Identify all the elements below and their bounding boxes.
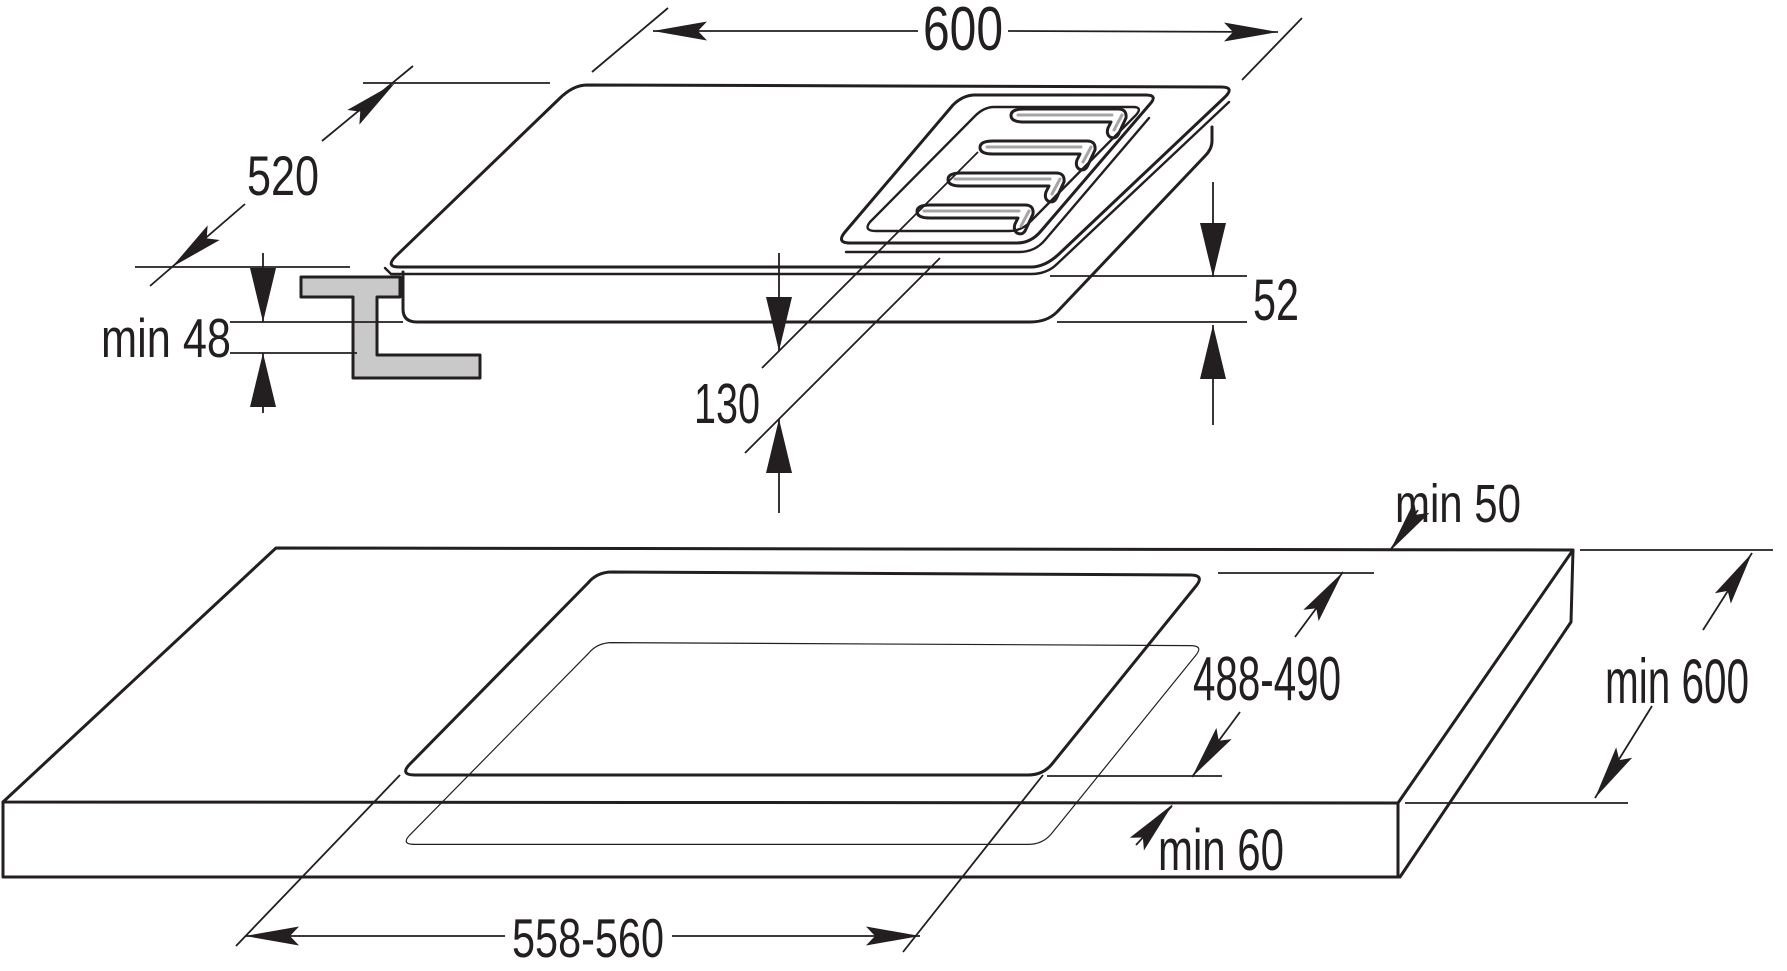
dim-min50-label: min 50 bbox=[1395, 474, 1521, 534]
grate-frame-bevel bbox=[844, 116, 1151, 254]
hob-glass-bevel bbox=[383, 100, 1231, 276]
dim-488-490-label: 488-490 bbox=[1193, 645, 1341, 714]
grate-bars bbox=[915, 107, 1128, 236]
dimension-min60: min 60 bbox=[1129, 797, 1284, 883]
dim-min48-label: min 48 bbox=[101, 307, 231, 369]
dimension-600: 600 bbox=[591, 0, 1303, 81]
dim-600-label: 600 bbox=[923, 0, 1003, 64]
dimension-520: 520 bbox=[135, 65, 550, 287]
grate-frame-outer bbox=[840, 93, 1155, 245]
dimension-488-490: 488-490 bbox=[1047, 566, 1351, 783]
grate-frame-inner bbox=[866, 105, 1141, 233]
dim-520-label: 520 bbox=[247, 144, 319, 207]
worktop-front-face bbox=[1, 800, 1400, 879]
dimension-min600: min 600 bbox=[1405, 547, 1773, 804]
dim-min600-label: min 600 bbox=[1605, 647, 1749, 717]
worktop-cutout-outer bbox=[404, 570, 1201, 777]
hob-underbox bbox=[401, 125, 1214, 324]
dimension-min48: min 48 bbox=[101, 253, 403, 413]
dimension-52: 52 bbox=[1050, 182, 1299, 425]
dimension-558-560: 558-560 bbox=[235, 774, 1044, 969]
hob-isometric-view bbox=[299, 83, 1231, 380]
hob-glass-top-face bbox=[389, 83, 1231, 269]
worktop-right-face bbox=[1396, 548, 1575, 879]
dim-52-label: 52 bbox=[1253, 268, 1299, 333]
dimension-130: 130 bbox=[694, 151, 979, 513]
worktop-isometric-view bbox=[1, 546, 1575, 879]
worktop-cutout-inner bbox=[405, 642, 1200, 845]
dim-130-label: 130 bbox=[694, 372, 760, 436]
dim-558-560-label: 558-560 bbox=[512, 907, 664, 969]
worktop-bracket-section bbox=[299, 275, 482, 380]
dim-min60-label: min 60 bbox=[1158, 818, 1284, 883]
dimension-min50: min 50 bbox=[1218, 474, 1521, 574]
